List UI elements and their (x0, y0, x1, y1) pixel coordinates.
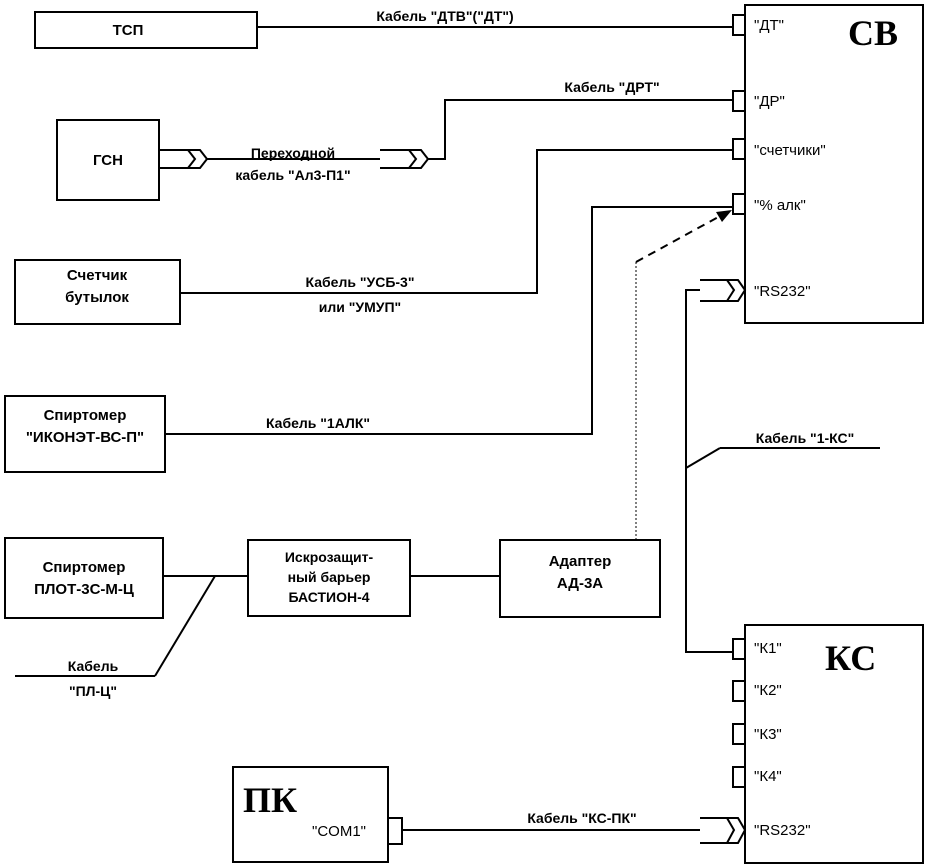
port-sv-alk (732, 193, 746, 215)
connector-gsn-icon (159, 149, 209, 169)
cable-line-alk (165, 206, 733, 435)
cable-label-ks1: Кабель "1-КС" (756, 430, 855, 446)
port-ks-k1 (732, 638, 746, 660)
cable-label-adapter-1: Переходной (251, 145, 335, 161)
port-label-sv-rs232: "RS232" (754, 283, 811, 300)
port-ks-k2 (732, 680, 746, 702)
port-sv-counters (732, 138, 746, 160)
cable-label-usb-1: Кабель "УСБ-3" (306, 274, 415, 290)
port-sv-dt (732, 14, 746, 36)
port-label-k2: "К2" (754, 682, 782, 699)
cable-line-sv-ks (685, 289, 733, 653)
label-gsn: ГСН (93, 152, 123, 169)
connector-sv-rs232-icon (700, 279, 747, 302)
box-barrier (247, 539, 411, 617)
label-adapter-2: АД-3А (557, 575, 603, 592)
port-label-k4: "К4" (754, 768, 782, 785)
box-adapter (499, 539, 661, 618)
box-pk (232, 766, 389, 863)
label-ks: КС (825, 638, 876, 678)
cable-label-kspk: Кабель "КС-ПК" (527, 810, 636, 826)
box-gsn (56, 119, 160, 201)
label-barrier-3: БАСТИОН-4 (288, 589, 369, 605)
label-adapter-1: Адаптер (549, 553, 612, 570)
port-pk-com1 (387, 817, 403, 845)
label-barrier-1: Искрозащит- (285, 549, 374, 565)
port-label-ks-rs232: "RS232" (754, 822, 811, 839)
cable-line-pl-leader (154, 575, 216, 677)
cable-label-pl-2: "ПЛ-Ц" (69, 683, 117, 699)
label-spirt2-1: Спиртомер (43, 559, 126, 576)
label-tsp: ТСП (113, 22, 144, 39)
port-ks-k3 (732, 723, 746, 745)
label-spirt1-1: Спиртомер (44, 407, 127, 424)
cable-line-drt (428, 99, 733, 160)
cable-label-pl-1: Кабель (68, 658, 119, 674)
port-label-counters: "счетчики" (754, 142, 826, 159)
port-ks-k4 (732, 766, 746, 788)
port-label-k1: "К1" (754, 640, 782, 657)
label-counter-2: бутылок (65, 289, 129, 306)
port-label-dt: "ДТ" (754, 17, 784, 34)
cable-label-dtv: Кабель "ДТВ"("ДТ") (376, 8, 513, 24)
connector-adapter-cable-icon (380, 149, 430, 169)
port-label-com1: "COM1" (312, 823, 366, 840)
port-label-k3: "К3" (754, 726, 782, 743)
connector-ks-rs232-icon (700, 817, 747, 844)
port-label-alk: "% алк" (754, 197, 806, 214)
cable-label-drt: Кабель "ДРТ" (564, 79, 659, 95)
label-counter-1: Счетчик (67, 267, 128, 284)
cable-label-adapter-2: кабель "Ал3-П1" (235, 167, 350, 183)
label-sv: СВ (848, 13, 898, 53)
arrowhead-alk-icon (716, 210, 732, 222)
label-barrier-2: ный барьер (288, 569, 371, 585)
box-tsp (34, 11, 258, 49)
dashed-arrow-alk (635, 214, 723, 263)
label-pk: ПК (243, 780, 297, 820)
label-spirt2-2: ПЛОТ-3С-М-Ц (34, 581, 134, 598)
cable-label-usb-2: или "УМУП" (319, 299, 401, 315)
cable-line-usb (180, 149, 733, 294)
box-sv (744, 4, 924, 324)
box-spirt-plot (4, 537, 164, 619)
port-label-dr: "ДР" (754, 93, 785, 110)
cable-line-ks1-leader (685, 447, 721, 469)
port-sv-dr (732, 90, 746, 112)
label-spirt1-2: "ИКОНЭТ-ВС-П" (26, 429, 144, 446)
cable-label-alk: Кабель "1АЛК" (266, 415, 370, 431)
